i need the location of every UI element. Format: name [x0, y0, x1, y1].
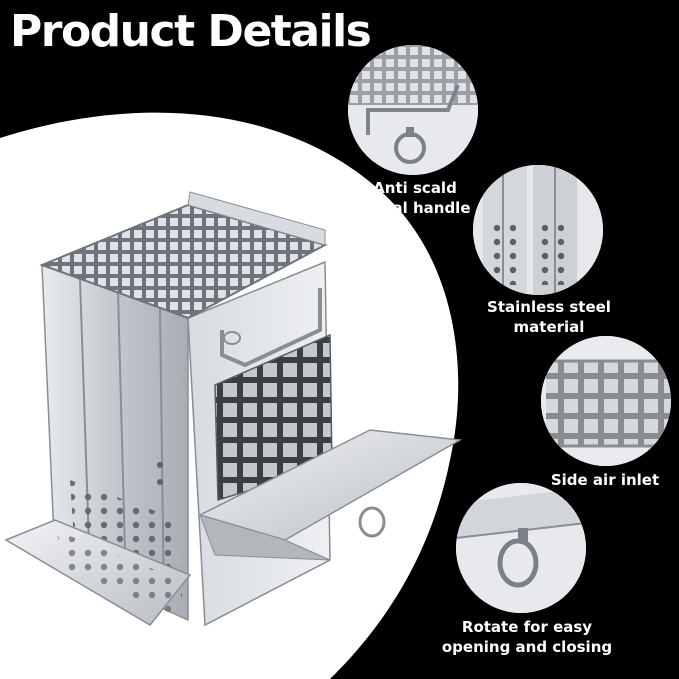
- page-title: Product Details: [10, 6, 372, 57]
- detail-circle-rotate: [456, 483, 586, 613]
- caption-anti-scald-handle: Anti scald metal handle: [359, 179, 471, 217]
- rotating-ring-closeup-icon: [456, 483, 586, 613]
- air-inlet-closeup-icon: [541, 336, 671, 466]
- detail-circle-steel: [473, 165, 603, 295]
- detail-circle-air-inlet: [541, 336, 671, 466]
- detail-circle-handle: [348, 45, 478, 175]
- steel-panel-closeup-icon: [473, 165, 603, 295]
- handle-closeup-icon: [348, 45, 478, 175]
- caption-stainless-steel: Stainless steel material: [487, 298, 611, 336]
- caption-side-air-inlet: Side air inlet: [550, 471, 660, 489]
- camping-stove-image: [4, 191, 463, 627]
- caption-rotate-open-close: Rotate for easy opening and closing: [441, 618, 613, 656]
